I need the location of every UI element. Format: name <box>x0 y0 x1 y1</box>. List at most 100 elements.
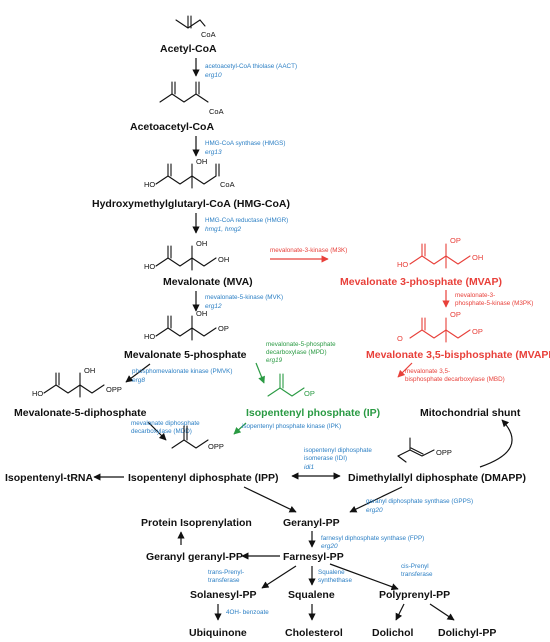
svg-text:HO: HO <box>144 332 155 341</box>
gene-erg10: erg10 <box>205 72 222 79</box>
svg-text:OH: OH <box>196 239 207 248</box>
compound-acetyl-coa: Acetyl-CoA <box>160 43 217 55</box>
hmg-coa-structure: HO OH CoA <box>144 157 235 189</box>
svg-text:HO: HO <box>144 262 155 271</box>
enzyme-trans-1: trans-Prenyl- <box>208 569 244 576</box>
svg-text:OH: OH <box>196 157 207 166</box>
svg-text:HO: HO <box>397 260 408 269</box>
arrow-pmvk <box>125 363 151 383</box>
compound-solanesyl: Solanesyl-PP <box>190 589 257 601</box>
compound-dmapp: Dimethylallyl diphosphate (DMAPP) <box>348 472 526 484</box>
atom-coa: CoA <box>201 30 216 39</box>
svg-text:CoA: CoA <box>220 180 235 189</box>
enzyme-m3pk-1: mevalonate-3- <box>455 292 495 299</box>
enzyme-ipk: isopentenyl phosphate kinase (IPK) <box>242 423 341 430</box>
enzyme-hmgs: HMG-CoA synthase (HMGS) <box>205 140 285 147</box>
gene-erg20b: erg20 <box>321 543 338 550</box>
compound-hmg-coa: Hydroxymethylglutaryl-CoA (HMG-CoA) <box>92 198 290 210</box>
compound-mvapp: Mevalonate 3,5-bisphosphate (MVAPP) <box>366 349 550 361</box>
svg-text:OP: OP <box>472 327 483 336</box>
mevalonate-structure: HO OH OH <box>144 239 229 271</box>
svg-text:O: O <box>397 334 403 343</box>
compound-geranyl: Geranyl-PP <box>283 517 340 529</box>
mva5pp-structure: HO OH OPP <box>32 366 122 398</box>
svg-text:OPP: OPP <box>106 385 122 394</box>
enzyme-mpd-2: decarboxylase (MPD) <box>266 349 327 356</box>
ip-structure: OP <box>267 373 315 398</box>
arrow-mdd <box>147 421 167 441</box>
arrow-ipp-gpp <box>243 486 297 513</box>
compound-ipp: Isopentenyl diphosphate (IPP) <box>128 472 279 484</box>
arrow-ipk <box>233 422 247 435</box>
enzyme-mvk: mevalonate-5-kinase (MVK) <box>205 294 283 301</box>
enzyme-cis-1: cis-Prenyl <box>401 563 429 570</box>
enzyme-aact: acetoacetyl-CoA thiolase (AACT) <box>205 63 297 70</box>
enzyme-m3k: mevalonate-3-kinase (M3K) <box>270 247 347 254</box>
arrow-dmapp-gpp <box>349 486 403 513</box>
compound-prot: Protein Isoprenylation <box>141 517 252 529</box>
mvap-structure: HO OP OH <box>397 236 483 269</box>
compound-ip: Isopentenyl phosphate (IP) <box>246 407 380 419</box>
enzyme-gpps: geranyl diphosphate synthase (GPPS) <box>366 498 473 505</box>
acetyl-coa-structure: CoA <box>175 15 216 39</box>
acetoacetyl-coa-structure: CoA <box>159 81 224 116</box>
arrow-mbd <box>397 362 413 378</box>
compound-ubiquinone: Ubiquinone <box>189 627 247 639</box>
gene-erg20: erg20 <box>366 507 383 514</box>
enzyme-hb: 4OH- benzoate <box>226 609 269 616</box>
mvapp-structure: O OP OP <box>397 310 483 343</box>
compound-ggpp: Geranyl geranyl-PP <box>146 551 243 563</box>
enzyme-sqs-1: Squalene <box>318 569 345 576</box>
dmapp-structure: OPP <box>397 437 452 463</box>
mva5p-structure: HO OH OP <box>144 309 229 341</box>
svg-text:OP: OP <box>450 236 461 245</box>
ipp-structure: OPP <box>171 425 224 451</box>
arrow-solanesyl <box>261 565 297 589</box>
enzyme-sqs-2: synthethase <box>318 577 352 584</box>
svg-text:HO: HO <box>144 180 155 189</box>
enzyme-trans-2: transferase <box>208 577 240 584</box>
compound-cholesterol: Cholesterol <box>285 627 343 639</box>
arrow-dolichyl <box>429 603 455 621</box>
compound-trna: Isopentenyl-tRNA <box>5 472 94 484</box>
svg-text:OP: OP <box>304 389 315 398</box>
compound-acetoacetyl-coa: Acetoacetyl-CoA <box>130 121 214 133</box>
svg-text:HO: HO <box>32 389 43 398</box>
enzyme-mbd-1: mevalonate 3,5- <box>405 368 450 375</box>
compound-mva5p: Mevalonate 5-phosphate <box>124 349 247 361</box>
enzyme-mpd-1: mevalonate-5-phosphate <box>266 341 336 348</box>
compound-dolichyl: Dolichyl-PP <box>438 627 496 639</box>
gene-idi1: idi1 <box>304 464 315 471</box>
svg-text:CoA: CoA <box>209 107 224 116</box>
gene-hmg: hmg1, hmg2 <box>205 226 242 233</box>
enzyme-m3pk-2: phosphate-5-kinase (M3PK) <box>455 300 533 307</box>
svg-text:OP: OP <box>450 310 461 319</box>
enzyme-mbd-2: bisphosphate decarboxylase (MBD) <box>405 376 505 383</box>
svg-text:OH: OH <box>218 255 229 264</box>
compound-squalene: Squalene <box>288 589 335 601</box>
svg-text:OPP: OPP <box>208 442 224 451</box>
gene-erg12: erg12 <box>205 303 222 310</box>
svg-text:OH: OH <box>84 366 95 375</box>
compound-fpp: Farnesyl-PP <box>283 551 344 563</box>
compound-dolichol: Dolichol <box>372 627 413 639</box>
compound-mva5pp: Mevalonate-5-diphosphate <box>14 407 147 419</box>
enzyme-idi-2: isomerase (IDI) <box>304 455 347 462</box>
gene-erg19: erg19 <box>266 357 283 364</box>
arrow-polyprenyl <box>329 563 399 591</box>
compound-mva: Mevalonate (MVA) <box>163 276 253 288</box>
enzyme-cis-2: transferase <box>401 571 433 578</box>
compound-mito: Mitochondrial shunt <box>420 407 521 419</box>
gene-erg13: erg13 <box>205 149 222 156</box>
svg-text:OPP: OPP <box>436 448 452 457</box>
enzyme-hmgr: HMG-CoA reductase (HMGR) <box>205 217 288 224</box>
svg-text:OH: OH <box>472 253 483 262</box>
enzyme-mdd-1: mevalonate diphosphate <box>131 420 200 427</box>
enzyme-mdd-2: decarboxylase (MDD) <box>131 428 192 435</box>
enzyme-pmvk: phosphomevalonate kinase (PMVK) <box>132 368 232 375</box>
enzyme-idi-1: isopentenyl diphosphate <box>304 447 372 454</box>
arrow-mpd <box>255 362 265 384</box>
arrow-dolichol <box>395 603 405 621</box>
gene-erg8: erg8 <box>132 377 145 384</box>
